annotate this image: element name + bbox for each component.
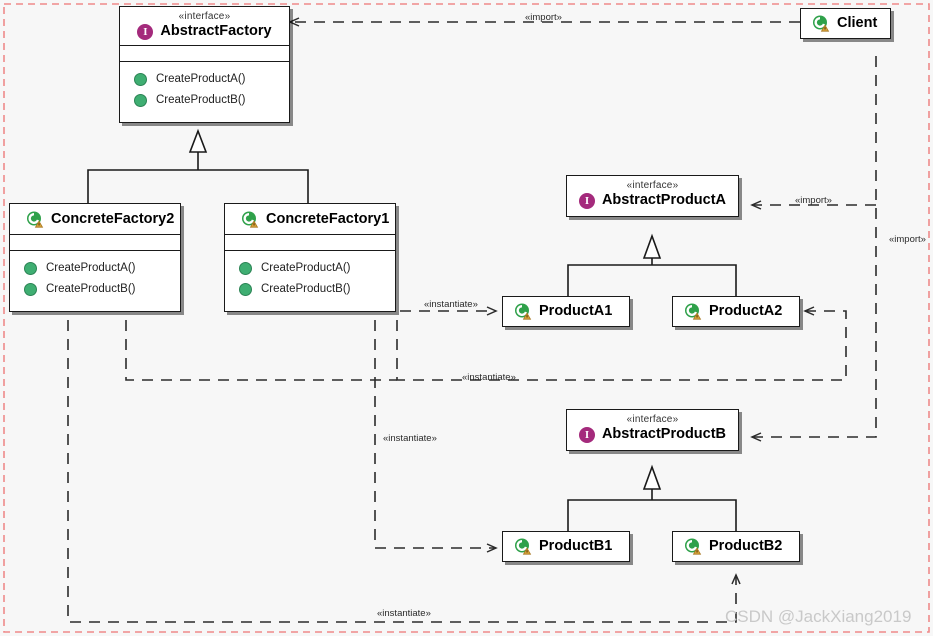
node-header: ProductA1 [503,297,629,326]
divider [120,45,289,46]
divider [120,61,289,62]
node-title: Client [837,15,878,31]
method-icon [24,283,37,296]
class-icon [26,211,44,228]
stereotype-label: «interface» [626,180,679,191]
method-label: CreateProductA() [261,262,351,274]
class-icon [684,538,702,555]
instantiate-cf2-branch [125,320,397,381]
node-title: ProductA1 [539,303,613,319]
method-icon [134,73,147,86]
node-concrete-factory-2[interactable]: ConcreteFactory2 CreateProductA() Create… [9,203,181,312]
node-product-b1[interactable]: ProductB1 [502,531,630,562]
node-title: ProductB2 [709,538,783,554]
class-icon [684,303,702,320]
class-icon [812,15,830,32]
divider [225,234,395,235]
method-label: CreateProductA() [156,73,246,85]
node-title: AbstractProductA [601,192,727,208]
stereotype-label: «interface» [178,11,231,22]
instantiate-cf2-productb2 [67,320,741,623]
attributes-compartment [225,235,395,250]
node-header: ProductB1 [503,532,629,561]
instantiate-cf1-productb1 [374,320,498,553]
class-icon [514,538,532,555]
method-icon [24,262,37,275]
edge-label-import-abstractfactory: «import» [525,12,562,23]
node-header: «interface» AbstractProductB [567,410,738,450]
node-title: ProductB1 [539,538,613,554]
edge-label-instantiate-producta1: «instantiate» [424,299,478,310]
node-header: ConcreteFactory1 [225,204,395,234]
attributes-compartment [120,46,289,61]
method-label: CreateProductB() [156,94,246,106]
node-product-b2[interactable]: ProductB2 [672,531,800,562]
edge-label-import-abstractproducta: «import» [795,195,832,206]
method-label: CreateProductB() [261,283,351,295]
interface-icon [578,426,595,443]
node-product-a2[interactable]: ProductA2 [672,296,800,327]
stereotype-label: «interface» [626,414,679,425]
watermark-text: CSDN @JackXiang2019 [725,607,912,626]
inheritance-triangle-factory [188,128,208,153]
divider [10,250,180,251]
method-icon [239,283,252,296]
method-row: CreateProductA() [134,72,281,87]
divider [225,250,395,251]
method-label: CreateProductB() [46,283,136,295]
node-header: «interface» AbstractProductA [567,176,738,216]
edge-label-instantiate-productb1: «instantiate» [383,433,437,444]
class-icon [514,303,532,320]
method-row: CreateProductB() [24,282,172,297]
node-concrete-factory-1[interactable]: ConcreteFactory1 CreateProductA() Create… [224,203,396,312]
interface-icon [578,192,595,209]
methods-compartment: CreateProductA() CreateProductB() [120,62,289,122]
node-abstract-factory[interactable]: «interface» AbstractFactory CreateProduc… [119,6,290,123]
edge-label-instantiate-productb2: «instantiate» [377,608,431,619]
import-client-trunk [750,56,877,442]
node-header: «interface» AbstractFactory [120,7,289,45]
node-header: ProductB2 [673,532,799,561]
node-header: ConcreteFactory2 [10,204,180,234]
node-abstract-product-b[interactable]: «interface» AbstractProductB [566,409,739,451]
method-row: CreateProductB() [239,282,387,297]
methods-compartment: CreateProductA() CreateProductB() [10,251,180,311]
node-header: ProductA2 [673,297,799,326]
node-title: ConcreteFactory2 [51,211,175,227]
method-icon [134,94,147,107]
divider [10,234,180,235]
methods-compartment: CreateProductA() CreateProductB() [225,251,395,311]
canvas-border [3,3,930,633]
inheritance-triangle-producta [642,233,662,259]
node-title: ConcreteFactory1 [266,211,390,227]
node-title: AbstractFactory [160,23,272,39]
edge-label-instantiate-producta2: «instantiate» [462,372,516,383]
method-row: CreateProductB() [134,93,281,108]
node-abstract-product-a[interactable]: «interface» AbstractProductA [566,175,739,217]
class-icon [241,211,259,228]
method-row: CreateProductA() [24,261,172,276]
attributes-compartment [10,235,180,250]
instantiate-cf1-producta2 [396,306,847,381]
interface-icon [137,23,154,40]
method-row: CreateProductA() [239,261,387,276]
method-icon [239,262,252,275]
node-product-a1[interactable]: ProductA1 [502,296,630,327]
node-title: ProductA2 [709,303,783,319]
edge-label-import-abstractproductb: «import» [889,234,926,245]
inheritance-triangle-productb [642,464,662,490]
method-label: CreateProductA() [46,262,136,274]
node-client[interactable]: Client [800,8,891,39]
node-title: AbstractProductB [601,426,727,442]
node-header: Client [801,9,890,38]
